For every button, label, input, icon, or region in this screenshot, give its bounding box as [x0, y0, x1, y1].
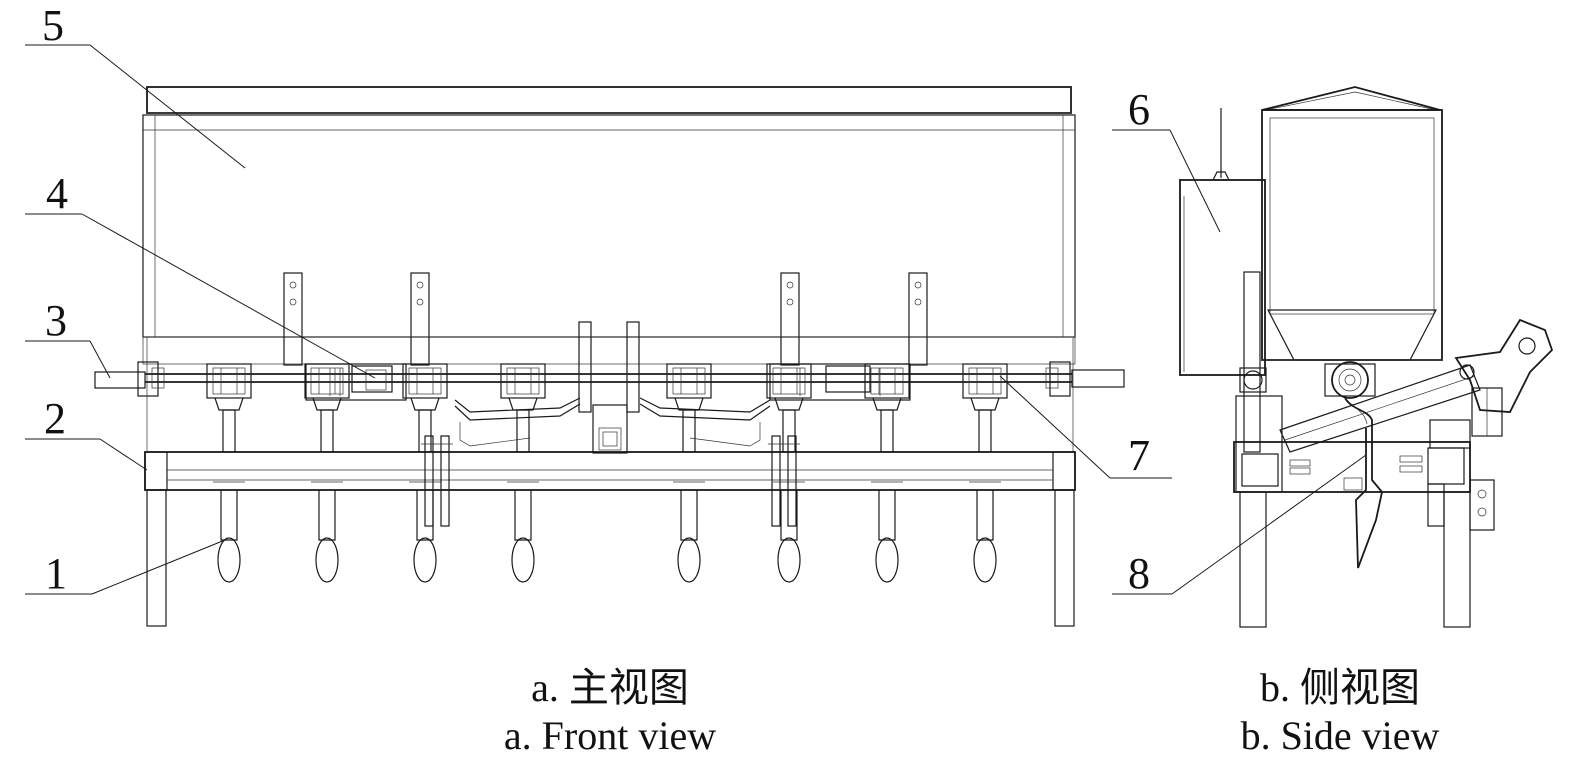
- drive-shaft-end-left: [94, 371, 146, 389]
- label-4: 4: [46, 169, 68, 218]
- furrow-opener: [973, 537, 997, 583]
- mounting-plates: [283, 272, 928, 527]
- front-view-caption-en: a. Front view: [503, 713, 717, 758]
- furrow-opener: [413, 537, 437, 583]
- side-seed-tube: [1344, 397, 1383, 569]
- furrow-opener: [777, 537, 801, 583]
- mounting-plate: [410, 272, 430, 366]
- front-view: [94, 86, 1125, 627]
- frame-beam: [144, 451, 1076, 491]
- side-view-caption-cn: b. 侧视图: [1260, 665, 1420, 710]
- label-8: 8: [1128, 549, 1150, 598]
- side-view-caption: b. 侧视图 b. Side view: [1190, 664, 1490, 760]
- front-view-caption: a. 主视图 a. Front view: [460, 664, 760, 760]
- seed-hopper: [142, 114, 1076, 338]
- side-frame-beam: [1233, 441, 1471, 493]
- drive-shaft-end-right: [1071, 369, 1125, 388]
- side-view: [1179, 86, 1554, 628]
- disc-opener-assembly: [768, 435, 800, 527]
- side-leg-left: [1239, 491, 1267, 628]
- label-2: 2: [44, 394, 66, 443]
- furrow-opener: [315, 537, 339, 583]
- side-mast: [1243, 271, 1261, 453]
- metering-unit: [766, 363, 812, 583]
- furrow-opener: [511, 537, 535, 583]
- mounting-plate: [908, 272, 928, 366]
- frame-leg-right: [1054, 489, 1075, 627]
- side-hitch-arm: [1279, 364, 1481, 453]
- side-hopper-funnel: [1267, 309, 1437, 361]
- label-1: 1: [45, 549, 67, 598]
- label-7: 7: [1128, 431, 1150, 480]
- center-gearbox: [592, 404, 628, 454]
- label-3: 3: [45, 296, 67, 345]
- metering-unit: [304, 363, 350, 583]
- side-leg-right: [1443, 491, 1471, 628]
- part-labels: 5 4 3 2 1 6 7 8: [25, 1, 1367, 598]
- side-hopper-roof: [1261, 86, 1441, 111]
- side-metering-wheel: [1331, 361, 1369, 399]
- metering-units: [206, 363, 1008, 583]
- controller-box: [1179, 179, 1266, 376]
- label-5: 5: [42, 1, 64, 50]
- mounting-plate: [780, 272, 800, 366]
- furrow-opener: [217, 537, 241, 583]
- metering-unit: [500, 363, 546, 583]
- side-hitch-bracket: [1454, 318, 1554, 413]
- furrow-opener: [677, 537, 701, 583]
- furrow-opener: [875, 537, 899, 583]
- center-plate-right: [626, 321, 640, 413]
- hopper-lid: [146, 86, 1072, 114]
- metering-unit: [864, 363, 910, 583]
- front-view-caption-cn: a. 主视图: [531, 665, 689, 710]
- mounting-plate: [283, 272, 303, 366]
- center-plate-left: [578, 321, 592, 413]
- metering-unit: [666, 363, 712, 583]
- frame-leg-left: [146, 489, 167, 627]
- disc-opener-assembly: [421, 435, 453, 527]
- transmission-case-right: [769, 363, 911, 401]
- side-view-caption-en: b. Side view: [1240, 713, 1440, 758]
- transmission-case-left: [305, 363, 407, 401]
- metering-unit: [206, 363, 252, 583]
- metering-unit: [962, 363, 1008, 583]
- side-hopper: [1261, 109, 1443, 361]
- label-6: 6: [1128, 85, 1150, 134]
